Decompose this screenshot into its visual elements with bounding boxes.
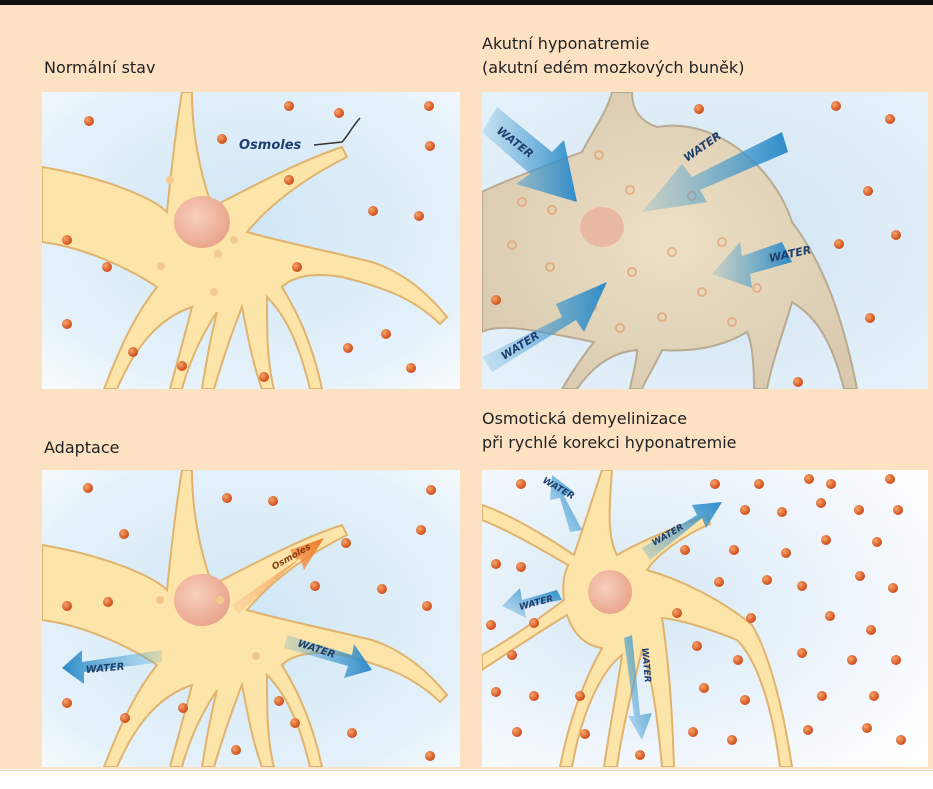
caption-demyelination: Osmotická demyelinizace při rychlé korek… [482,407,737,455]
caption-adaptation-line1: Adaptace [44,438,120,457]
osmoles-label: Osmoles [239,138,302,153]
caption-normal-line1: Normální stav [44,58,155,77]
caption-acute-line1: Akutní hyponatremie [482,32,744,56]
caption-demyelination-line2: při rychlé korekci hyponatremie [482,431,737,455]
cell-nucleus [580,207,624,247]
caption-demyelination-line1: Osmotická demyelinizace [482,407,737,431]
caption-normal: Normální stav [44,56,155,80]
panel-normal: Osmoles [42,92,460,389]
cell-nucleus [588,570,632,614]
panel-acute: WATER WATER WATER WATER [482,92,928,389]
caption-acute-line2: (akutní edém mozkových buněk) [482,56,744,80]
cell-nucleus [174,196,230,248]
panel-adaptation: Osmoles WATER WATER [42,470,460,767]
panel-demyelination: WATER WATER WATER WATER [482,470,928,767]
bottom-rule [0,770,933,771]
caption-adaptation: Adaptace [44,436,120,460]
caption-acute: Akutní hyponatremie (akutní edém mozkový… [482,32,744,80]
